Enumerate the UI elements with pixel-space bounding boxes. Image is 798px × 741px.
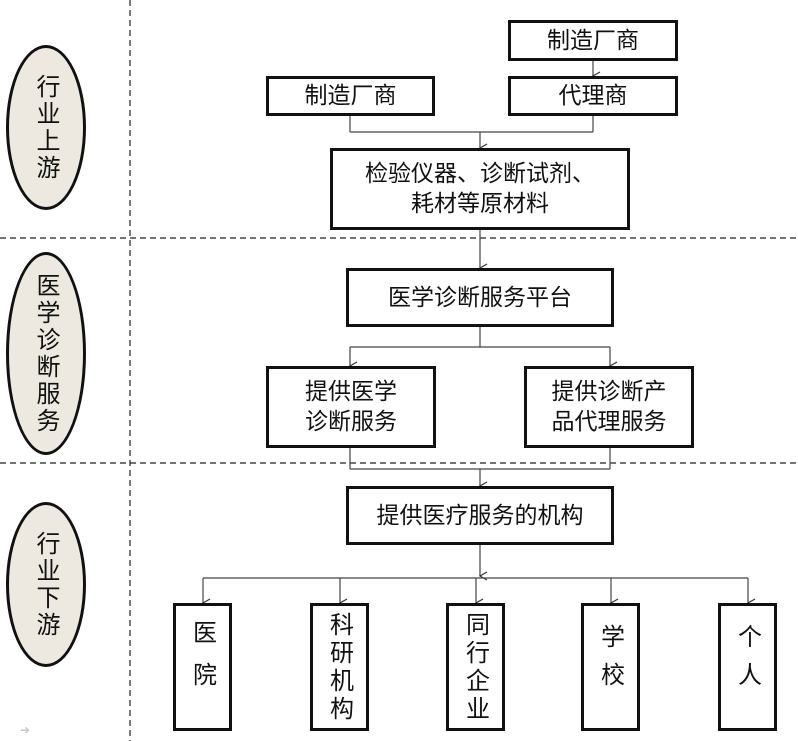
stage-upstream-label: 行业上游 [32, 73, 60, 182]
manufacturer-box: 制造厂商 [266, 76, 435, 116]
customer-label: 同行企业 [461, 612, 490, 724]
customer-box-individual: 个人 [718, 603, 777, 731]
customer-box-school: 学校 [581, 603, 640, 731]
institutions-box: 提供医疗服务的机构 [346, 486, 614, 545]
agency-service-label: 提供诊断产 品代理服务 [551, 379, 667, 435]
stage-upstream-oval: 行业上游 [6, 45, 86, 210]
materials-label: 检验仪器、诊断试剂、 耗材等原材料 [365, 161, 595, 217]
customer-box-research: 科研机构 [310, 603, 369, 731]
agent-label: 代理商 [558, 83, 628, 109]
stage-midstream-oval: 医学诊断服务 [6, 252, 86, 455]
manufacturer-label: 制造厂商 [304, 83, 397, 109]
customer-box-peer: 同行企业 [446, 603, 505, 731]
customer-label: 学校 [596, 624, 625, 700]
materials-box: 检验仪器、诊断试剂、 耗材等原材料 [330, 148, 630, 230]
customer-label: 科研机构 [325, 612, 354, 724]
agent-box: 代理商 [508, 76, 678, 116]
institutions-label: 提供医疗服务的机构 [376, 502, 584, 529]
manufacturer-top-box: 制造厂商 [508, 20, 678, 61]
agency-service-box: 提供诊断产 品代理服务 [524, 366, 694, 448]
platform-box: 医学诊断服务平台 [346, 268, 614, 327]
platform-label: 医学诊断服务平台 [388, 284, 572, 311]
stage-midstream-label: 医学诊断服务 [32, 272, 60, 435]
stage-downstream-oval: 行业下游 [6, 502, 86, 667]
stage-downstream-label: 行业下游 [32, 530, 60, 639]
customer-label: 个人 [733, 624, 762, 700]
customer-label: 医院 [188, 620, 217, 704]
slide-arrow-icon: ➜ [20, 723, 31, 737]
diagnosis-service-box: 提供医学 诊断服务 [266, 366, 436, 448]
manufacturer-top-label: 制造厂商 [547, 27, 639, 54]
diagnosis-service-label: 提供医学 诊断服务 [305, 379, 397, 435]
customer-box-hospital: 医院 [173, 603, 232, 731]
